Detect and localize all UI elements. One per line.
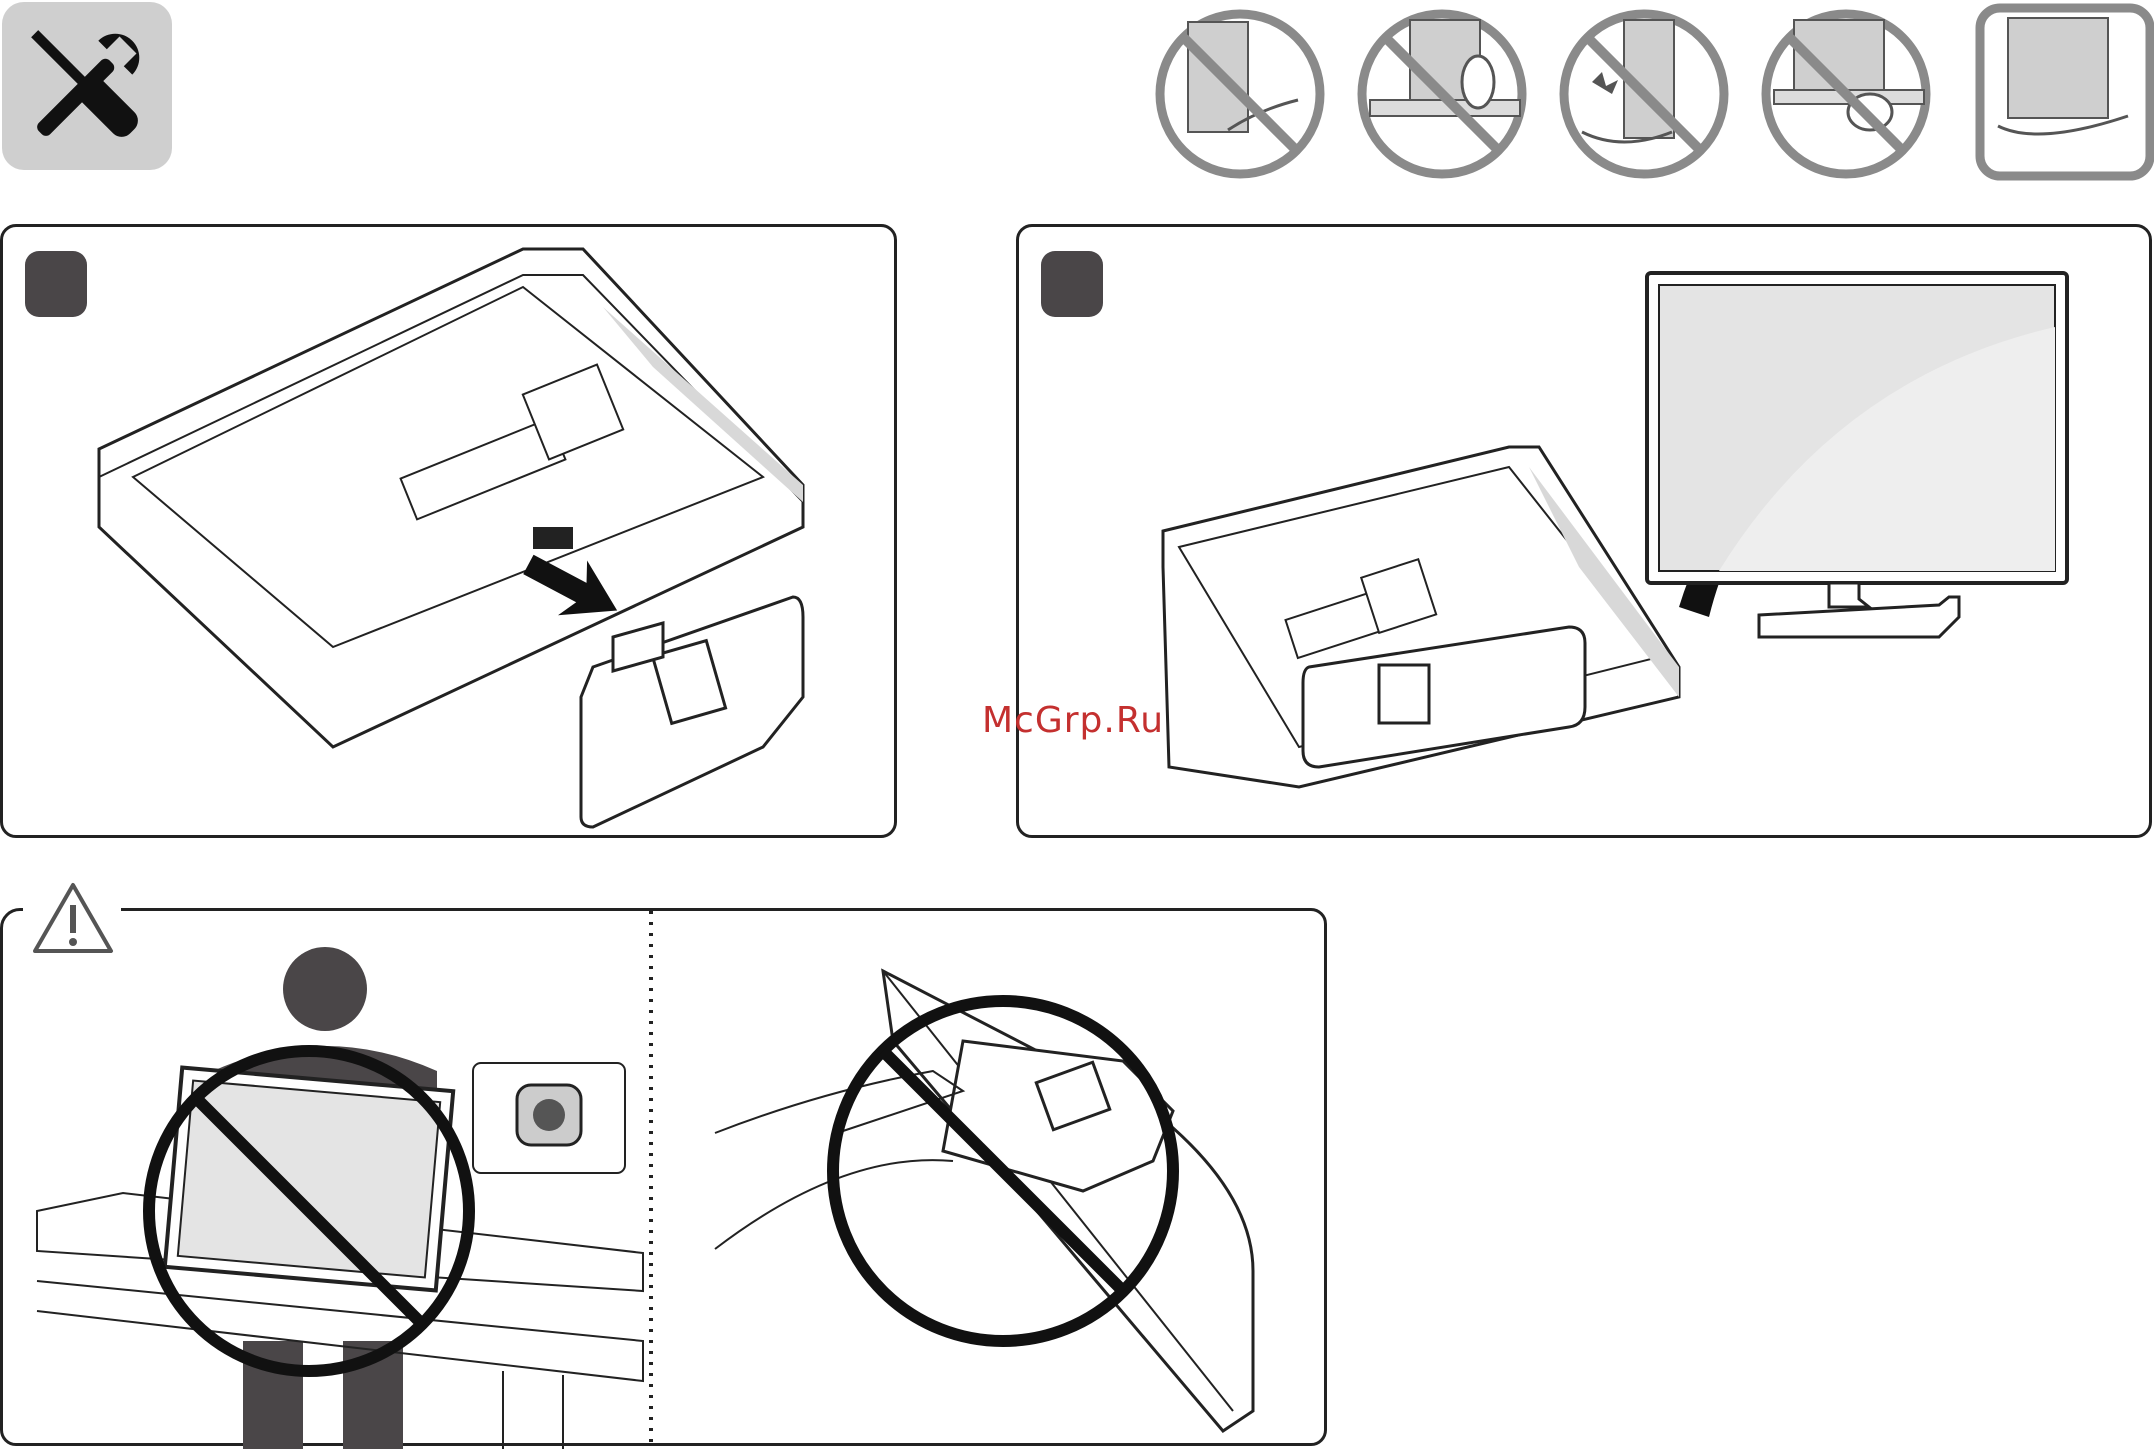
step-2-illustration: [1019, 227, 2154, 841]
tools-icon-tile: [2, 2, 172, 170]
caution-panel: [0, 908, 1327, 1446]
no-grab-screen-corner-icon: [1766, 14, 1926, 174]
no-grip-screen-side-icon: [1362, 14, 1522, 174]
step-1-illustration: [3, 227, 900, 841]
caution-illustrations: [3, 911, 1330, 1449]
no-press-screen-icon: [1564, 14, 1724, 174]
support-from-below-icon: [1980, 8, 2150, 176]
handling-icons-row: [1150, 0, 2154, 180]
step-2-panel: [1016, 224, 2152, 838]
do-not-carry-by-screen-scene: [37, 947, 643, 1449]
watermark: McGrp.Ru: [982, 700, 1164, 741]
step-1-panel: [0, 224, 897, 838]
do-not-hold-by-stand-scene: [715, 971, 1253, 1431]
no-hold-screen-bottom-icon: [1160, 14, 1320, 174]
screwdriver-wrench-icon: [2, 2, 172, 170]
